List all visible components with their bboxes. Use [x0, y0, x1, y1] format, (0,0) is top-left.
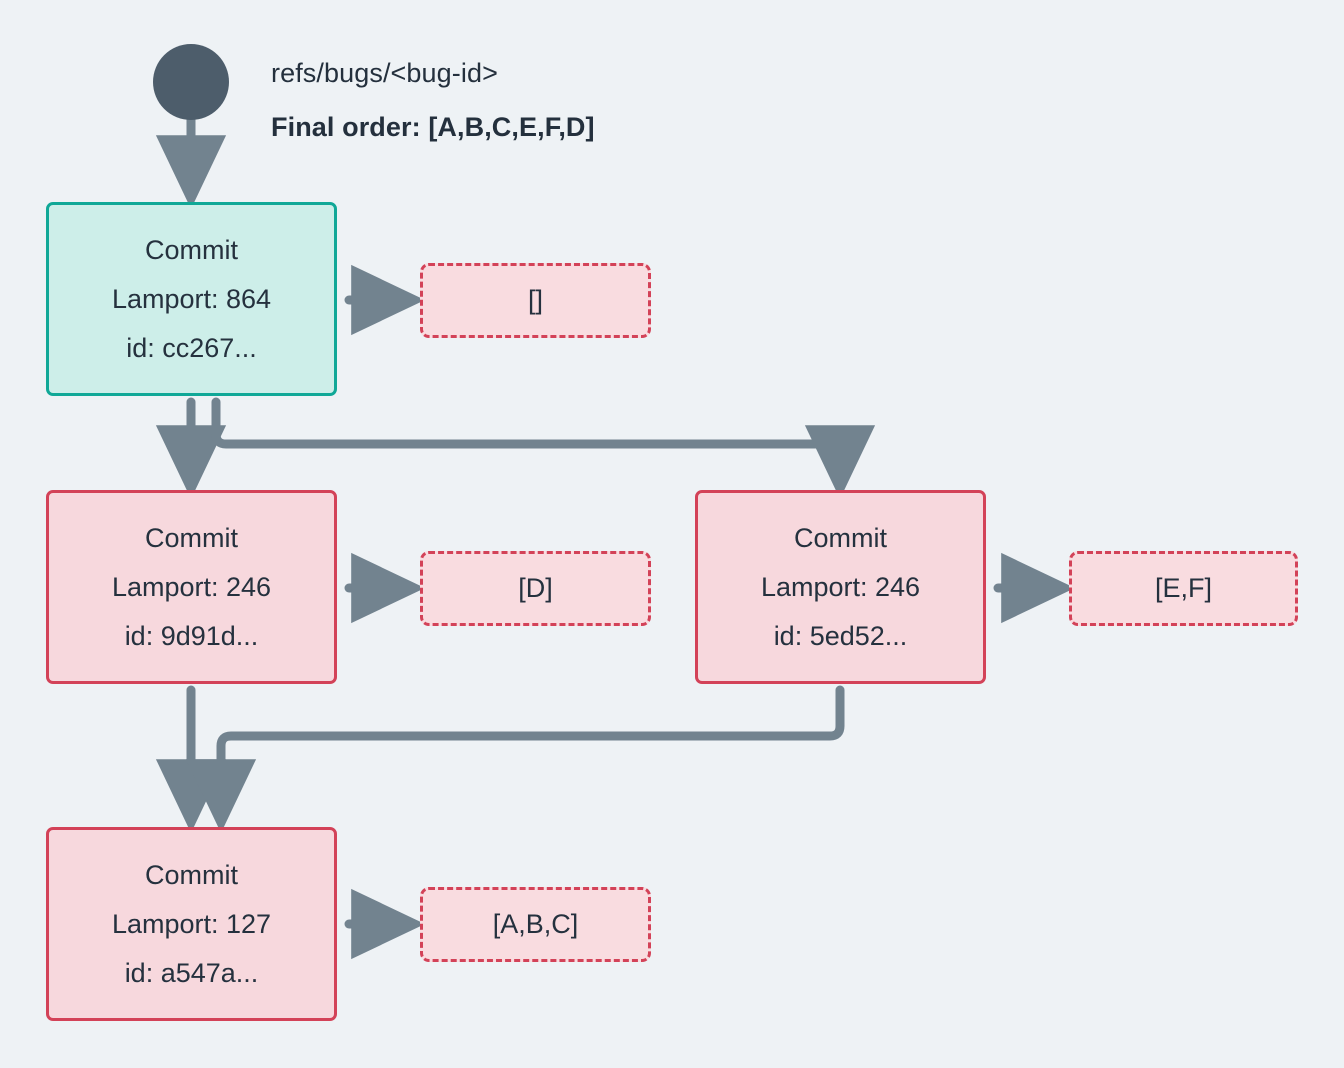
- commit-id: id: 5ed52...: [773, 620, 908, 651]
- final-order-label: Final order: [A,B,C,E,F,D]: [271, 112, 595, 142]
- commit-node-9d91d[interactable]: Commit Lamport: 246 id: 9d91d...: [46, 490, 337, 684]
- commit-node-cc267[interactable]: Commit Lamport: 864 id: cc267...: [46, 202, 337, 396]
- commit-id: id: a547a...: [124, 957, 259, 988]
- commit-lamport: Lamport: 246: [760, 571, 921, 602]
- commit-title: Commit: [145, 859, 238, 890]
- root-ref-node[interactable]: [153, 44, 229, 120]
- payload-box-a547a[interactable]: [A,B,C]: [420, 887, 651, 962]
- edge-5ed52-to-a547a: [185, 685, 845, 834]
- ref-label: refs/bugs/<bug-id>: [271, 58, 498, 88]
- commit-title: Commit: [794, 522, 887, 553]
- commit-id: id: 9d91d...: [124, 620, 259, 651]
- edge-cc267-to-5ed52: [211, 397, 876, 500]
- commit-title: Commit: [145, 522, 238, 553]
- payload-box-cc267[interactable]: []: [420, 263, 651, 338]
- commit-title: Commit: [145, 234, 238, 265]
- commit-lamport: Lamport: 864: [111, 283, 272, 314]
- commit-lamport: Lamport: 127: [111, 908, 272, 939]
- payload-box-9d91d[interactable]: [D]: [420, 551, 651, 626]
- commit-node-a547a[interactable]: Commit Lamport: 127 id: a547a...: [46, 827, 337, 1021]
- commit-node-5ed52[interactable]: Commit Lamport: 246 id: 5ed52...: [695, 490, 986, 684]
- commit-lamport: Lamport: 246: [111, 571, 272, 602]
- commit-id: id: cc267...: [126, 332, 257, 363]
- payload-box-5ed52[interactable]: [E,F]: [1069, 551, 1298, 626]
